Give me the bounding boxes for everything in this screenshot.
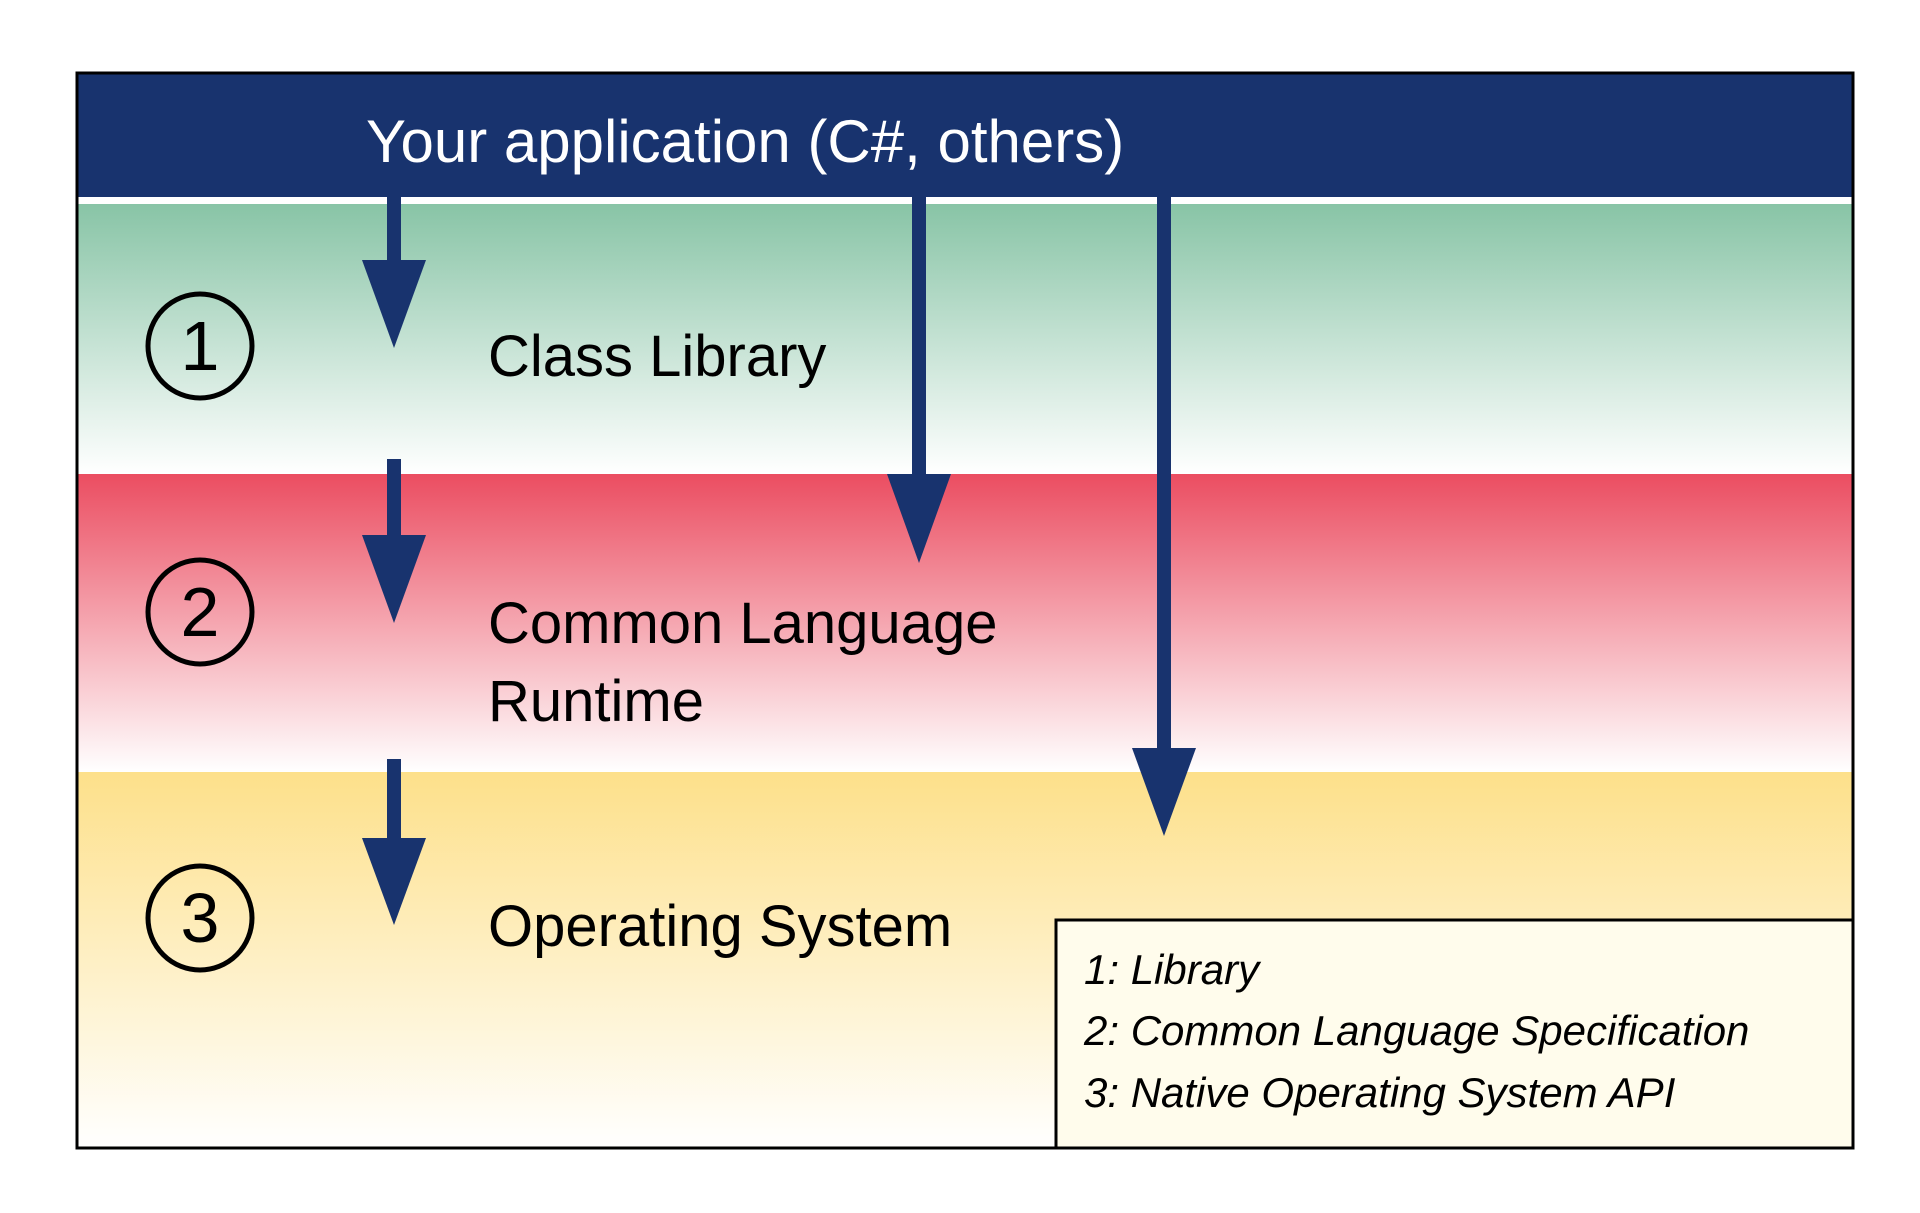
layer-clr-band <box>77 474 1853 772</box>
legend-item-2: 2: Common Language Specification <box>1083 1007 1749 1054</box>
arrow-class-library-to-clr <box>362 459 426 623</box>
arrow-app-to-clr <box>887 197 951 563</box>
diagram-frame <box>75 71 1855 1150</box>
legend-box <box>1054 918 1855 1150</box>
layer-2-label-line-1: Common Language <box>488 591 997 656</box>
application-header-bar <box>77 73 1853 197</box>
layer-2-number-badge: 2 <box>145 557 255 667</box>
application-title: Your application (C#, others) <box>366 108 1124 175</box>
layer-class-library-band <box>77 204 1853 474</box>
legend-item-3: 3: Native Operating System API <box>1084 1069 1676 1116</box>
arrow-app-to-os <box>1132 197 1196 836</box>
arrow-clr-to-os <box>362 759 426 925</box>
layer-3-label: Operating System <box>488 894 952 959</box>
layer-1-number-badge: 1 <box>145 291 255 401</box>
layer-2-number: 2 <box>181 573 220 651</box>
layer-1-number: 1 <box>181 307 220 385</box>
layer-2-label-line-2: Runtime <box>488 669 704 734</box>
arrow-app-to-class-library <box>362 197 426 348</box>
layer-1-label: Class Library <box>488 324 826 389</box>
legend-item-1: 1: Library <box>1084 946 1262 993</box>
layer-3-number-badge: 3 <box>145 863 255 973</box>
layer-3-number: 3 <box>181 879 220 957</box>
